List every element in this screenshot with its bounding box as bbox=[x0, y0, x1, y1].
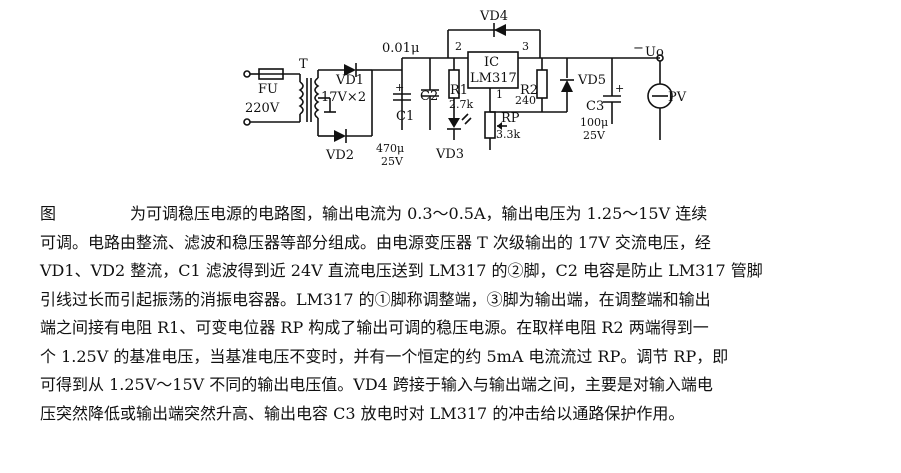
c2-label: C2 bbox=[420, 89, 438, 104]
r1-value-label: 2.7k bbox=[449, 98, 473, 111]
diode-vd2: VD2 bbox=[318, 70, 373, 163]
c3-plus-sign: + bbox=[615, 82, 624, 95]
c3-value-label: 100μ bbox=[580, 116, 608, 129]
pin2-label: 2 bbox=[455, 40, 462, 53]
ic-lm317: IC LM317 2 3 1 bbox=[455, 40, 560, 112]
caption-line-6: 个 1.25V 的基准电压，当基准电压不变时，并有一个恒定的约 5mA 电流流过… bbox=[40, 346, 729, 366]
caption-line-8: 压突然降低或输出端突然升高、输出电容 C3 放电时对 LM317 的冲击给以通路… bbox=[40, 403, 685, 423]
capacitor-c1: + C1 470μ 25V bbox=[376, 81, 414, 168]
caption-line-4: 引线过长而引起振荡的消振电容器。LM317 的①脚称调整端，③脚为输出端，在调整… bbox=[40, 289, 711, 309]
resistor-r1: R1 2.7k bbox=[448, 58, 473, 118]
c1-voltage-label: 25V bbox=[381, 155, 404, 168]
c1-plus-sign: + bbox=[395, 81, 404, 94]
potentiometer-rp: RP 3.3k bbox=[484, 111, 520, 150]
rp-label: RP bbox=[501, 111, 520, 126]
input-voltage-label: 220V bbox=[245, 101, 280, 116]
vd3-label: VD3 bbox=[435, 147, 464, 162]
c-in-value-label: 0.01μ bbox=[382, 41, 419, 56]
c1-value-label: 470μ bbox=[376, 142, 404, 155]
pin3-label: 3 bbox=[522, 40, 529, 53]
transformer: T 17V×2 bbox=[298, 57, 366, 136]
vd2-label: VD2 bbox=[325, 148, 354, 163]
c3-label: C3 bbox=[586, 99, 604, 114]
led-vd3: VD3 bbox=[435, 113, 472, 162]
r2-value-label: 240 bbox=[515, 94, 536, 107]
output-label: Uo bbox=[645, 45, 664, 60]
diode-vd4: VD4 bbox=[447, 9, 541, 58]
r1-label: R1 bbox=[450, 83, 468, 98]
caption-line-7: 可得到从 1.25V～15V 不同的输出电压值。VD4 跨接于输入与输出端之间，… bbox=[40, 375, 713, 394]
diode-vd5: VD5 bbox=[542, 58, 606, 113]
voltmeter-label: PV bbox=[668, 90, 687, 105]
capacitor-c3: + C3 100μ 25V bbox=[580, 58, 624, 142]
caption-line-1: 为可调稳压电源的电路图，输出电流为 0.3～0.5A，输出电压为 1.25～15… bbox=[130, 204, 708, 223]
r2-label: R2 bbox=[520, 83, 538, 98]
transformer-label: T bbox=[299, 57, 308, 72]
c1-label: C1 bbox=[396, 109, 414, 124]
vd5-label: VD5 bbox=[577, 73, 606, 88]
c3-voltage-label: 25V bbox=[583, 129, 606, 142]
rp-value-label: 3.3k bbox=[496, 128, 520, 141]
secondary-voltage-label: 17V×2 bbox=[321, 90, 366, 105]
caption-line-3: VD1、VD2 整流，C1 滤波得到近 24V 直流电压送到 LM317 的②脚… bbox=[40, 261, 763, 280]
ac-input: FU 220V bbox=[243, 68, 300, 126]
caption-line-5: 端之间接有电阻 R1、可变电位器 RP 构成了输出可调的稳压电源。在取样电阻 R… bbox=[40, 318, 709, 337]
ic-model-label: LM317 bbox=[470, 71, 517, 86]
ic-title-label: IC bbox=[484, 55, 499, 70]
circuit-diagram: FU 220V T 17V×2 VD1 VD2 0.01μ bbox=[243, 9, 687, 168]
fuse-label: FU bbox=[258, 82, 278, 97]
output-terminal: − Uo PV bbox=[633, 41, 687, 140]
vd1-label: VD1 bbox=[335, 73, 364, 88]
figure-word: 图 bbox=[40, 204, 57, 223]
vd4-label: VD4 bbox=[479, 9, 508, 24]
minus-sign: − bbox=[633, 41, 644, 56]
caption-line-2: 可调。电路由整流、滤波和稳压器等部分组成。由电源变压器 T 次级输出的 17V … bbox=[40, 232, 711, 252]
caption: 图 为可调稳压电源的电路图，输出电流为 0.3～0.5A，输出电压为 1.25～1… bbox=[40, 200, 870, 428]
capacitor-c2: C2 bbox=[420, 58, 439, 130]
pin1-label: 1 bbox=[496, 88, 503, 101]
resistor-r2: R2 240 bbox=[490, 58, 548, 113]
diode-vd1: VD1 bbox=[318, 63, 372, 88]
